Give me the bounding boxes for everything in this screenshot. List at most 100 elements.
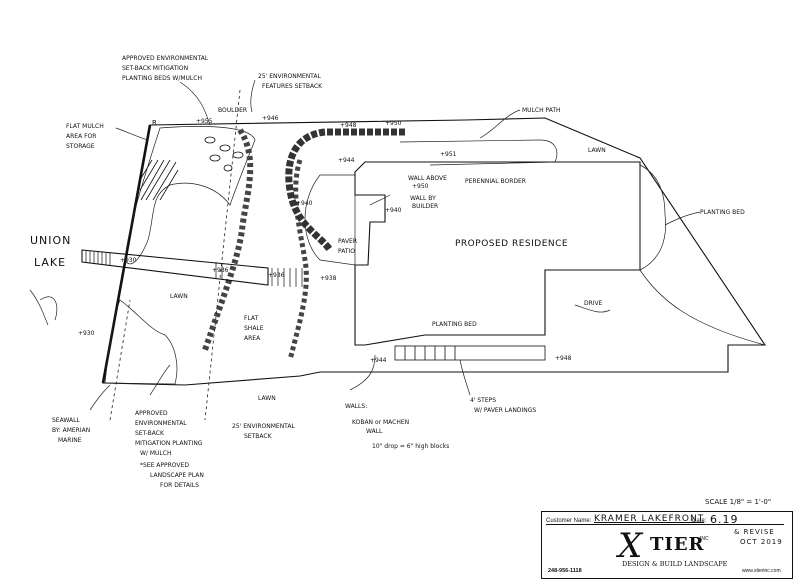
lake-arrow bbox=[29, 289, 49, 326]
lawn-top-label: LAWN bbox=[588, 147, 606, 154]
dock bbox=[81, 249, 269, 286]
env-feature-setback-label: 25' ENVIRONMENTAL FEATURES SETBACK bbox=[258, 73, 323, 90]
dock-planks bbox=[85, 251, 303, 287]
svg-text:MARINE: MARINE bbox=[58, 437, 82, 444]
lawn-bottom-label: LAWN bbox=[258, 395, 276, 402]
drive-label: DRIVE bbox=[584, 300, 603, 307]
svg-text:+950: +950 bbox=[385, 120, 402, 127]
logo-inc: INC bbox=[700, 536, 709, 542]
svg-text:BY: AMERIAN: BY: AMERIAN bbox=[52, 427, 90, 434]
steps-label: 4' STEPS W/ PAVER LANDINGS bbox=[470, 397, 536, 414]
leader-lines bbox=[39, 79, 701, 411]
svg-text:+930: +930 bbox=[78, 330, 95, 337]
svg-text:+948: +948 bbox=[340, 122, 357, 129]
svg-text:APPROVED ENVIRONMENTAL: APPROVED ENVIRONMENTAL bbox=[122, 55, 209, 62]
proposed-residence-label: PROPOSED RESIDENCE bbox=[455, 239, 568, 249]
revise-note: & REVISE bbox=[734, 528, 775, 536]
svg-text:BUILDER: BUILDER bbox=[412, 203, 438, 210]
mulch-path bbox=[399, 139, 558, 166]
svg-text:AREA: AREA bbox=[244, 335, 261, 342]
logo-x: X bbox=[618, 526, 643, 566]
phone: 248-956-1118 bbox=[548, 568, 582, 574]
svg-text:PLANTING BEDS W/MULCH: PLANTING BEDS W/MULCH bbox=[122, 75, 202, 82]
svg-text:+930: +930 bbox=[120, 257, 137, 264]
paver-patio-label: PAVER PATIO bbox=[338, 238, 357, 255]
planting-bed-right-label: PLANTING BED bbox=[700, 209, 745, 216]
union-lake-label: UNION LAKE bbox=[30, 234, 71, 269]
elevation-markers: +955 +946 +948 +950 +951 +944 +940 +930 … bbox=[78, 115, 572, 364]
svg-text:FLAT: FLAT bbox=[244, 315, 259, 322]
revise-date: OCT 2019 bbox=[740, 538, 783, 546]
svg-text:+940: +940 bbox=[296, 200, 313, 207]
svg-text:WALL: WALL bbox=[366, 428, 383, 435]
r-mark: R bbox=[152, 119, 157, 127]
wall-by-builder-label: WALL BY BUILDER bbox=[410, 195, 438, 210]
svg-text:+955: +955 bbox=[196, 118, 213, 125]
planting-bed-left bbox=[124, 126, 256, 265]
svg-text:WALLS:: WALLS: bbox=[345, 403, 367, 410]
svg-text:KOBAN or MACHEN: KOBAN or MACHEN bbox=[352, 419, 409, 426]
svg-text:PAVER: PAVER bbox=[338, 238, 357, 245]
date-label: Date: bbox=[692, 518, 707, 524]
svg-text:25' ENVIRONMENTAL: 25' ENVIRONMENTAL bbox=[258, 73, 321, 80]
retaining-wall-arc bbox=[285, 128, 405, 253]
mulch-path-label: MULCH PATH bbox=[522, 107, 561, 114]
boulders bbox=[204, 136, 244, 172]
svg-text:4' STEPS: 4' STEPS bbox=[470, 397, 496, 404]
svg-text:W/ PAVER LANDINGS: W/ PAVER LANDINGS bbox=[474, 407, 536, 414]
customer-name-value: KRAMER LAKEFRONT bbox=[594, 514, 705, 524]
svg-text:+946: +946 bbox=[262, 115, 279, 122]
property-line bbox=[102, 117, 767, 386]
approved-env-top-label: APPROVED ENVIRONMENTAL SET-BACK MITIGATI… bbox=[122, 55, 209, 82]
svg-text:+951: +951 bbox=[440, 151, 457, 158]
svg-text:APPROVED: APPROVED bbox=[135, 410, 168, 417]
planting-bed-bottom-label: PLANTING BED bbox=[432, 321, 477, 328]
perennial-border-label: PERENNIAL BORDER bbox=[465, 178, 526, 185]
svg-text:W/ MULCH: W/ MULCH bbox=[140, 450, 171, 457]
logo-text: TIER bbox=[650, 534, 705, 555]
wall-above-label: WALL ABOVE +950 bbox=[408, 175, 447, 190]
svg-text:PATIO: PATIO bbox=[338, 248, 355, 255]
stone-path-2 bbox=[287, 159, 309, 361]
svg-text:+938: +938 bbox=[320, 275, 337, 282]
svg-text:+940: +940 bbox=[385, 207, 402, 214]
customer-name-label: Customer Name: bbox=[546, 518, 592, 524]
flat-shale-label: FLAT SHALE AREA bbox=[244, 315, 264, 342]
stone-path bbox=[202, 128, 254, 351]
svg-text:+936: +936 bbox=[212, 267, 229, 274]
storage-hatch bbox=[139, 159, 179, 201]
svg-text:+950: +950 bbox=[412, 183, 429, 190]
svg-text:LAKE: LAKE bbox=[34, 256, 66, 269]
svg-text:MITIGATION PLANTING: MITIGATION PLANTING bbox=[135, 440, 203, 447]
title-divider bbox=[546, 524, 784, 525]
svg-text:STORAGE: STORAGE bbox=[66, 143, 95, 150]
svg-text:ENVIRONMENTAL: ENVIRONMENTAL bbox=[135, 420, 187, 427]
svg-text:SET-BACK: SET-BACK bbox=[135, 430, 165, 437]
paver-patio bbox=[304, 174, 356, 266]
svg-text:+936: +936 bbox=[268, 272, 285, 279]
svg-text:UNION: UNION bbox=[30, 234, 71, 247]
svg-text:*SEE APPROVED: *SEE APPROVED bbox=[140, 462, 189, 469]
planting-bed-right bbox=[639, 164, 666, 271]
svg-text:+944: +944 bbox=[370, 357, 387, 364]
bottom-steps bbox=[394, 345, 546, 361]
svg-text:FOR DETAILS: FOR DETAILS bbox=[160, 482, 199, 489]
seawall-label: SEAWALL BY: AMERIAN MARINE bbox=[52, 417, 90, 444]
svg-text:+948: +948 bbox=[555, 355, 572, 362]
svg-text:WALL ABOVE: WALL ABOVE bbox=[408, 175, 447, 182]
svg-text:SEAWALL: SEAWALL bbox=[52, 417, 80, 424]
svg-text:AREA FOR: AREA FOR bbox=[66, 133, 96, 140]
svg-text:WALL BY: WALL BY bbox=[410, 195, 436, 202]
svg-text:25' ENVIRONMENTAL: 25' ENVIRONMENTAL bbox=[232, 423, 295, 430]
svg-text:FLAT MULCH: FLAT MULCH bbox=[66, 123, 104, 130]
planting-bed-lower-left bbox=[104, 299, 178, 385]
approved-env-bottom-label: APPROVED ENVIRONMENTAL SET-BACK MITIGATI… bbox=[135, 410, 204, 489]
walls-label: WALLS: KOBAN or MACHEN WALL 10" drop = 6… bbox=[345, 403, 449, 450]
lawn-left-label: LAWN bbox=[170, 293, 188, 300]
svg-text:SETBACK: SETBACK bbox=[244, 433, 273, 440]
svg-text:10" drop = 6" high blocks: 10" drop = 6" high blocks bbox=[372, 443, 449, 450]
scale-note: SCALE 1/8" = 1'-0" bbox=[705, 498, 772, 506]
title-block: Customer Name: KRAMER LAKEFRONT Date: 6.… bbox=[541, 511, 793, 579]
website: www.xtierinc.com bbox=[742, 568, 781, 574]
